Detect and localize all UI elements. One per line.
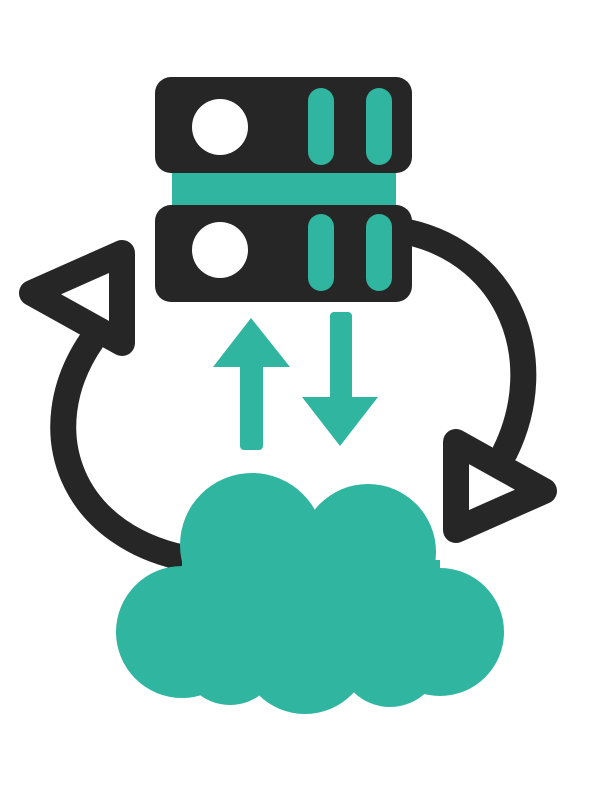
server-slot-top-1 xyxy=(308,88,334,165)
transfer-arrows-icon xyxy=(213,312,378,450)
server-slot-bottom-1 xyxy=(308,214,334,291)
server-led-bottom xyxy=(192,222,248,278)
arrowhead-left-icon xyxy=(19,240,135,356)
sync-cycle-icon xyxy=(19,219,557,573)
server-slot-top-2 xyxy=(366,88,392,165)
server-icon xyxy=(155,77,412,302)
download-arrow-icon xyxy=(302,312,378,446)
upload-arrow-icon xyxy=(213,318,290,450)
sync-arc-left xyxy=(50,327,208,573)
server-slot-bottom-2 xyxy=(366,214,392,291)
arrowhead-right-icon xyxy=(443,429,557,543)
cloud-icon xyxy=(116,473,504,714)
sync-arc-right xyxy=(395,219,537,465)
server-led-top xyxy=(192,99,248,155)
